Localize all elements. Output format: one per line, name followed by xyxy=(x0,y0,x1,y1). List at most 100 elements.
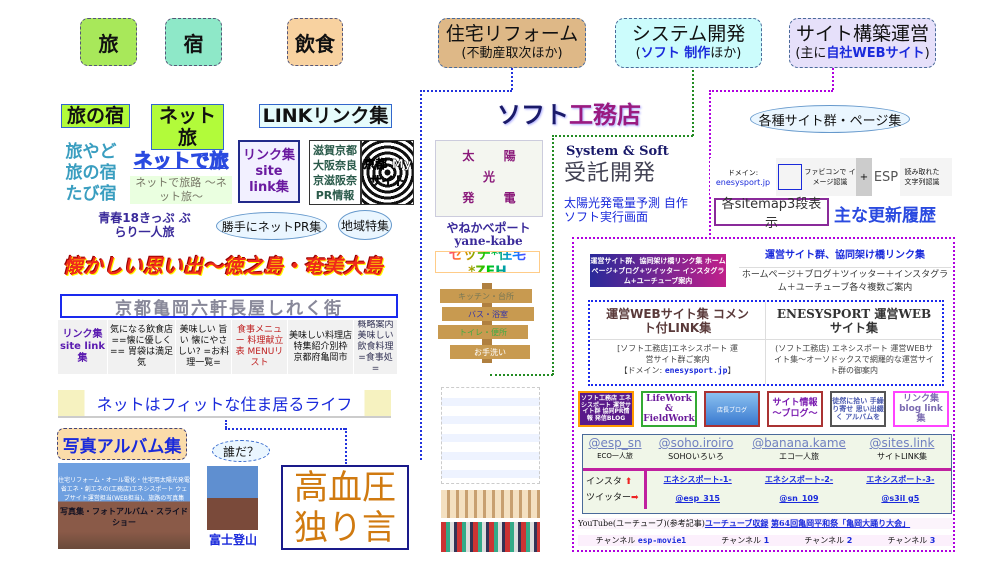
youtube-link-kameoka[interactable]: 第64回亀岡平和祭「亀岡大踊り大会」 xyxy=(770,518,911,528)
chart-screenshot[interactable] xyxy=(441,490,540,518)
category-inshoku[interactable]: 飲食 xyxy=(287,18,343,66)
header-title: 住宅リフォーム xyxy=(445,23,579,45)
sns-col[interactable]: @banana.kame エコ一人旅 xyxy=(745,435,853,468)
banner-sumai-life[interactable]: ネットはフィットな住ま居るライフ xyxy=(58,390,391,418)
header-system-kaihatsu[interactable]: システム開発 (ソフト 制作ほか) xyxy=(615,18,762,68)
yomitori-label: 読み取れた 文字列認識 xyxy=(904,168,940,186)
solar-yosoku-link[interactable]: 太陽光発電量予測 自作ソフト実行画面 xyxy=(564,196,688,224)
banner-kameoka-nagaya[interactable]: 京都亀岡六軒長屋しれく街 xyxy=(60,294,398,319)
sign-toilet[interactable]: トイレ・便所 xyxy=(438,325,528,339)
food-cell-gairyaku[interactable]: 概略案内 美味しい 飲食料理 =食事処= xyxy=(354,320,398,374)
updates-link[interactable]: 主な更新履歴 xyxy=(834,206,936,226)
blog-link[interactable]: リンク集 blog link集 xyxy=(893,391,949,427)
channel-row: チャンネル esp-movie1 チャンネル 1 チャンネル 2 チャンネル 3 xyxy=(578,535,953,546)
sign-bath[interactable]: バス・浴室 xyxy=(442,307,534,321)
channel-link[interactable]: チャンネル 1 xyxy=(721,535,769,546)
web-col-right[interactable]: ENESYSPORT 運営WEBサイト集 (ソフト工務店) エネシスポート 運営… xyxy=(766,302,942,384)
banner-tabiyado[interactable]: 旅やど 旅の宿 たび宿 xyxy=(65,141,117,204)
system-diagram-screenshot[interactable] xyxy=(441,387,540,484)
banner-link-site[interactable]: リンク集 site link集 xyxy=(238,140,300,203)
food-cell-oishii[interactable]: 美味しい 旨い 懐にやさしい? =お料理一覧= xyxy=(176,320,232,374)
net-de-tabiji: ネットで旅路 〜ネット旅〜 xyxy=(130,176,232,204)
channel-id: 1 xyxy=(763,536,770,545)
link-tabi-no-yado[interactable]: 旅の宿 xyxy=(61,104,130,128)
header-jutaku-reform[interactable]: 住宅リフォーム (不動産取次ほか) xyxy=(438,18,586,68)
twitter-name: エコ一人旅 xyxy=(779,452,819,461)
domain-cell[interactable]: ドメイン:enesysport.jp xyxy=(710,158,776,196)
banner-shiga-kyoto[interactable]: 滋賀京都 大阪奈良 京滋阪奈 PR情報 xyxy=(309,140,361,205)
banner-net-de-tabi[interactable]: ネットで旅 ネットで旅路 〜ネット旅〜 xyxy=(130,146,232,206)
channel-link[interactable]: チャンネル esp-movie1 xyxy=(596,535,686,546)
photo-text: 住宅リフォーム・オール電化・住宅用太陽光発電 省エネ・創エネの(工務店)エネシス… xyxy=(58,477,190,502)
food-cell-menu[interactable]: 食事メニュー 料理献立表 MENUリスト xyxy=(232,320,288,374)
web-col-left[interactable]: 運営WEBサイト集 コメント付LINK集 [ソフト工務店]エネシスポート 運営サ… xyxy=(590,302,766,384)
twitter-name: ECO一人旅 xyxy=(597,452,633,460)
banner-kouketsuatsu[interactable]: 高血圧 独り言 xyxy=(281,465,409,550)
bookshelf-photo[interactable] xyxy=(441,522,540,552)
banner-natsukashii[interactable]: 懐かしい思い出〜徳之島・奄美大島 xyxy=(63,254,383,278)
youtube-link-shuroku[interactable]: ユーチューブ収録 xyxy=(704,518,769,528)
site-page-bubble: 各種サイト群・ページ集 xyxy=(750,105,910,133)
channel-label: チャンネル xyxy=(804,536,845,545)
blog-soft-koumuten[interactable]: ソフト工務店 エネシスポート 運営サイト群 協同PR情報 発信BLOG xyxy=(578,391,634,427)
twitter-label: ツイッター xyxy=(586,493,632,503)
insta-link[interactable]: エネシスポート-2- xyxy=(764,475,834,484)
domain-link[interactable]: enesysport.jp xyxy=(664,366,728,375)
channel-link[interactable]: チャンネル 2 xyxy=(804,535,852,546)
link-link-shu[interactable]: LINKリンク集 xyxy=(259,104,392,128)
chiiki-tokushu-bubble[interactable]: 地域特集 xyxy=(338,210,392,240)
banner-yanekabe[interactable]: やねかべポート yane-kabe xyxy=(437,222,540,248)
solar-site-screenshot[interactable]: 太陽 光 発光電 xyxy=(435,140,543,217)
twitter-handle[interactable]: @soho.iroiro xyxy=(658,436,734,450)
twitter-handle[interactable]: @sites.link xyxy=(869,436,935,450)
blog-lifework[interactable]: LifeWork & FieldWork xyxy=(641,391,697,427)
banner-kyoto-my-site[interactable]: 京都 My サイト xyxy=(361,140,414,205)
blog-album[interactable]: 徒然に拾い 手繰り寄せ 思い出綴く アルバムを xyxy=(830,391,886,427)
insta-label: インスタ xyxy=(586,477,622,487)
katte-net-pr-bubble[interactable]: 勝手にネットPR集 xyxy=(216,212,327,240)
insta-link[interactable]: エネシスポート-3- xyxy=(866,475,935,484)
kyodo-banner[interactable]: 運営サイト群、協同架け橋リンク集 ホームページ+ブログ+ツイッター インスタグラ… xyxy=(590,254,726,287)
net-de-tabi-title: ネットで旅 xyxy=(133,150,229,173)
album-title[interactable]: 写真アルバム集 xyxy=(57,428,187,460)
fuji-photo[interactable] xyxy=(207,466,258,530)
signpost[interactable]: キッチン・台所 バス・浴室 トイレ・便所 お手洗い xyxy=(438,283,536,363)
connector-line xyxy=(420,90,422,460)
food-cell-link[interactable]: リンク集 site link集 xyxy=(58,320,108,374)
category-yado[interactable]: 宿 xyxy=(165,18,222,66)
link-net-tabi[interactable]: ネット旅 xyxy=(151,104,224,150)
sitemap-link[interactable]: 各sitemap3段表示 xyxy=(714,197,829,231)
food-cell-tokushu[interactable]: 美味しい料理店 特集紹介別枠 京都府亀岡市 xyxy=(288,320,354,374)
ene-title: ENESYSPORT 運営WEBサイト集 xyxy=(766,302,942,340)
banner-seishun-18[interactable]: 青春18きっぷ ぶらり一人旅 xyxy=(98,211,191,239)
twitter-id-link[interactable]: @s3il g5 xyxy=(881,494,920,503)
header-site-kouchiku[interactable]: サイト構築運営 (主に自社WEBサイト) xyxy=(789,18,936,68)
channel-link[interactable]: チャンネル 3 xyxy=(887,535,935,546)
kyodo-title-link[interactable]: 運営サイト群、協同架け橋リンク集 xyxy=(739,245,951,268)
twitter-id-link[interactable]: @esp_315 xyxy=(675,494,720,503)
sign-otearai[interactable]: お手洗い xyxy=(450,345,530,359)
ene-desc: (ソフト工務店) エネシスポート 運営WEBサイト集〜オーソドックスで網羅的な運… xyxy=(774,344,934,375)
food-cell-kininaru[interactable]: 気になる飲食店 ==懐に優しく== 胃袋は満足気 xyxy=(108,320,176,374)
banner-zeh[interactable]: ゼッチ*住宅*ZEH xyxy=(435,247,540,280)
twitter-handle[interactable]: @esp_sn xyxy=(588,436,642,450)
connector-line xyxy=(490,374,553,376)
album-photo[interactable]: 住宅リフォーム・オール電化・住宅用太陽光発電 省エネ・創エネの(工務店)エネシス… xyxy=(58,463,190,549)
arrow-right-icon: ➡ xyxy=(631,493,639,503)
sign-kitchen[interactable]: キッチン・台所 xyxy=(440,289,532,303)
jutaku-kaihatsu-link[interactable]: 受託開発 xyxy=(564,161,657,186)
connector-line xyxy=(692,70,694,136)
fuji-tozan-label[interactable]: 富士登山 xyxy=(208,533,257,547)
connector-line xyxy=(709,90,833,92)
channel-id: 2 xyxy=(846,536,853,545)
twitter-handle[interactable]: @banana.kame xyxy=(752,436,846,450)
blog-site-info[interactable]: サイト情報 〜ブログ〜 xyxy=(767,391,823,427)
insta-link[interactable]: エネシスポート-1- xyxy=(663,475,732,484)
blog-tenchou[interactable]: 店長ブログ xyxy=(704,391,760,427)
category-tabi[interactable]: 旅 xyxy=(80,18,137,66)
twitter-id-link[interactable]: @sn_109 xyxy=(779,494,819,503)
